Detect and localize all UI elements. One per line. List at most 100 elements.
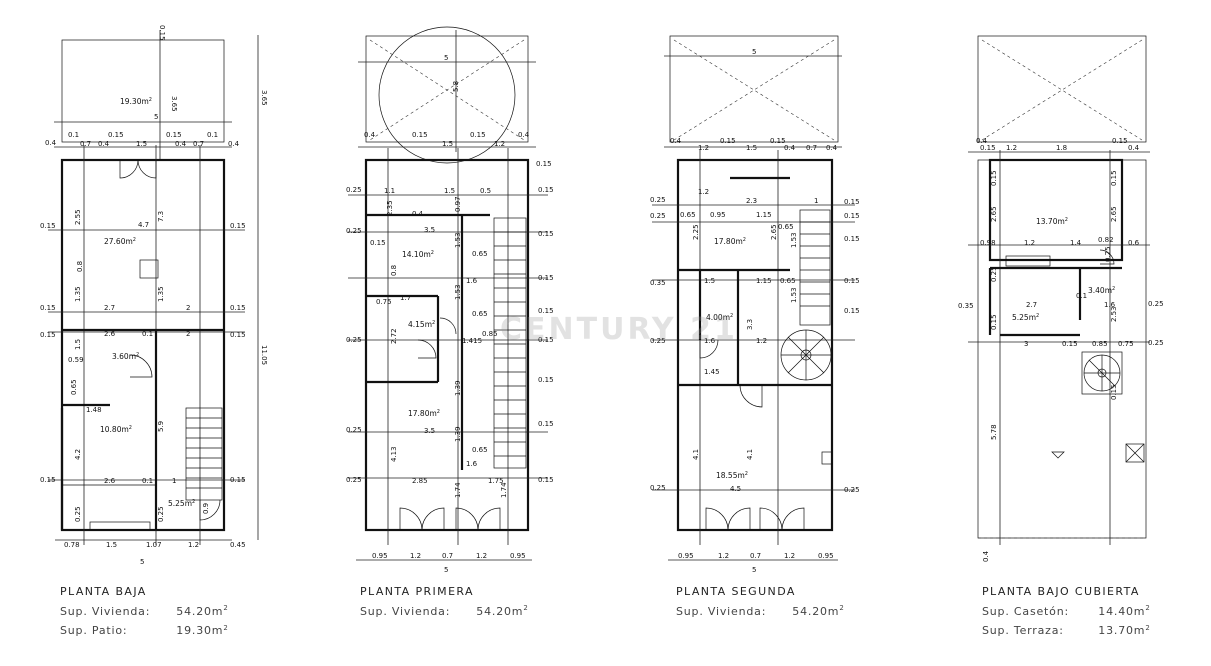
svg-text:0.7: 0.7 — [806, 144, 817, 152]
svg-text:0.78: 0.78 — [64, 541, 80, 549]
caption-planta-baja: PLANTA BAJA Sup. Vivienda: 54.20m2 Sup. … — [60, 585, 229, 637]
svg-text:2.6: 2.6 — [104, 477, 116, 485]
svg-text:0.95: 0.95 — [678, 552, 694, 560]
svg-text:4.2: 4.2 — [74, 449, 82, 460]
watermark-text: CENTURY 21 — [500, 312, 738, 347]
svg-text:0.45: 0.45 — [230, 541, 246, 549]
svg-text:1.5: 1.5 — [444, 187, 455, 195]
svg-text:0.4: 0.4 — [98, 140, 110, 148]
svg-text:1.2: 1.2 — [188, 541, 199, 549]
svg-text:3.3: 3.3 — [746, 319, 754, 330]
svg-text:0.82: 0.82 — [1098, 236, 1114, 244]
svg-text:0.4: 0.4 — [45, 139, 57, 147]
svg-text:2.85: 2.85 — [412, 477, 428, 485]
svg-text:1.7: 1.7 — [400, 294, 411, 302]
svg-text:0.15: 0.15 — [720, 137, 736, 145]
svg-text:1: 1 — [814, 197, 818, 205]
svg-text:0.15: 0.15 — [980, 144, 996, 152]
surface-value: 13.70 — [1098, 624, 1134, 638]
svg-text:0.15: 0.15 — [538, 476, 554, 484]
svg-text:2.7: 2.7 — [1026, 301, 1037, 309]
svg-text:4.5: 4.5 — [730, 485, 741, 493]
svg-text:0.65: 0.65 — [472, 446, 488, 454]
svg-text:2: 2 — [186, 330, 190, 338]
door-swing — [199, 499, 221, 521]
svg-text:2.35: 2.35 — [386, 200, 394, 216]
surface-label: Sup. Patio: — [60, 624, 128, 638]
svg-text:0.15: 0.15 — [158, 25, 166, 41]
svg-text:5.9: 5.9 — [157, 421, 165, 432]
svg-text:1.39: 1.39 — [454, 426, 462, 442]
svg-text:11.05: 11.05 — [260, 345, 268, 365]
house-outline — [364, 158, 530, 532]
svg-text:13.70m2: 13.70m2 — [1036, 217, 1068, 226]
svg-text:2.65: 2.65 — [990, 206, 998, 222]
svg-text:1.5: 1.5 — [74, 339, 82, 350]
svg-text:0.15: 0.15 — [230, 331, 246, 339]
svg-text:0.15: 0.15 — [40, 476, 56, 484]
caption-planta-bajo-cubierta: PLANTA BAJO CUBIERTA Sup. Casetón: 14.40… — [982, 585, 1151, 637]
svg-text:0.25: 0.25 — [74, 506, 82, 522]
window-box — [139, 259, 159, 279]
svg-text:0.4: 0.4 — [364, 131, 376, 139]
svg-text:17.80m2: 17.80m2 — [714, 237, 746, 246]
window-box — [1005, 255, 1051, 267]
svg-text:0.25: 0.25 — [1148, 300, 1164, 308]
svg-text:1.07: 1.07 — [146, 541, 162, 549]
svg-text:1.53: 1.53 — [790, 287, 798, 303]
svg-text:0.15: 0.15 — [1110, 170, 1118, 186]
svg-text:1.15: 1.15 — [756, 211, 772, 219]
svg-text:0.25: 0.25 — [346, 336, 362, 344]
svg-text:0.85: 0.85 — [482, 330, 498, 338]
svg-text:0.95: 0.95 — [818, 552, 834, 560]
svg-text:4.00m2: 4.00m2 — [706, 313, 733, 322]
svg-text:2.25: 2.25 — [692, 224, 700, 240]
door-swing — [739, 384, 763, 408]
svg-text:0.15: 0.15 — [538, 336, 554, 344]
svg-text:0.4: 0.4 — [982, 550, 990, 562]
caption-planta-primera: PLANTA PRIMERA Sup. Vivienda: 54.20m2 — [360, 585, 529, 618]
svg-text:5.25m2: 5.25m2 — [1012, 313, 1039, 322]
surface-unit: m — [827, 604, 840, 618]
svg-text:0.25: 0.25 — [157, 506, 165, 522]
door-swing — [477, 507, 501, 531]
spiral-stair — [1081, 351, 1123, 395]
surface-unit: m — [1133, 624, 1146, 638]
svg-text:0.4: 0.4 — [784, 144, 796, 152]
svg-text:0.35: 0.35 — [958, 302, 974, 310]
svg-text:2.72: 2.72 — [390, 328, 398, 344]
svg-text:1.53: 1.53 — [454, 232, 462, 248]
svg-text:0.7: 0.7 — [750, 552, 761, 560]
plan-planta-bajo-cubierta: 0.4 0.15 1.2 1.8 0.15 0.4 0.15 0.15 2.65… — [958, 35, 1164, 562]
svg-text:1.2: 1.2 — [718, 552, 729, 560]
caption-planta-segunda: PLANTA SEGUNDA Sup. Vivienda: 54.20m2 — [676, 585, 845, 618]
window-box — [89, 521, 151, 531]
door-swing — [781, 507, 805, 531]
svg-text:5: 5 — [752, 48, 756, 56]
svg-text:1.2: 1.2 — [1024, 239, 1035, 247]
svg-text:0.25: 0.25 — [346, 186, 362, 194]
svg-text:0.15: 0.15 — [990, 314, 998, 330]
svg-text:14.10m2: 14.10m2 — [402, 250, 434, 259]
svg-text:0.4: 0.4 — [826, 144, 838, 152]
plan-planta-primera: 5 5.8 0.4 0.15 1.5 0.15 1.2 0.4 0.15 0.2… — [346, 26, 554, 574]
surface-label: Sup. Vivienda: — [60, 604, 151, 618]
svg-text:4.13: 4.13 — [390, 446, 398, 462]
svg-text:1.2: 1.2 — [494, 140, 505, 148]
stair-flight — [185, 407, 223, 501]
door-swing — [119, 159, 139, 179]
door-swing — [705, 507, 729, 531]
svg-text:2.53: 2.53 — [1110, 306, 1118, 322]
svg-text:0.15: 0.15 — [536, 160, 552, 168]
svg-text:3.5: 3.5 — [424, 427, 435, 435]
svg-text:0.25: 0.25 — [346, 426, 362, 434]
surface-exp: 2 — [839, 604, 845, 612]
door-swing — [1099, 249, 1115, 265]
surface-exp: 2 — [223, 604, 229, 612]
svg-text:2.65: 2.65 — [770, 224, 778, 240]
svg-text:3.5: 3.5 — [424, 226, 435, 234]
svg-text:1.39: 1.39 — [454, 380, 462, 396]
svg-text:7.3: 7.3 — [157, 211, 165, 222]
svg-text:1.2: 1.2 — [756, 337, 767, 345]
svg-text:0.15: 0.15 — [470, 131, 486, 139]
